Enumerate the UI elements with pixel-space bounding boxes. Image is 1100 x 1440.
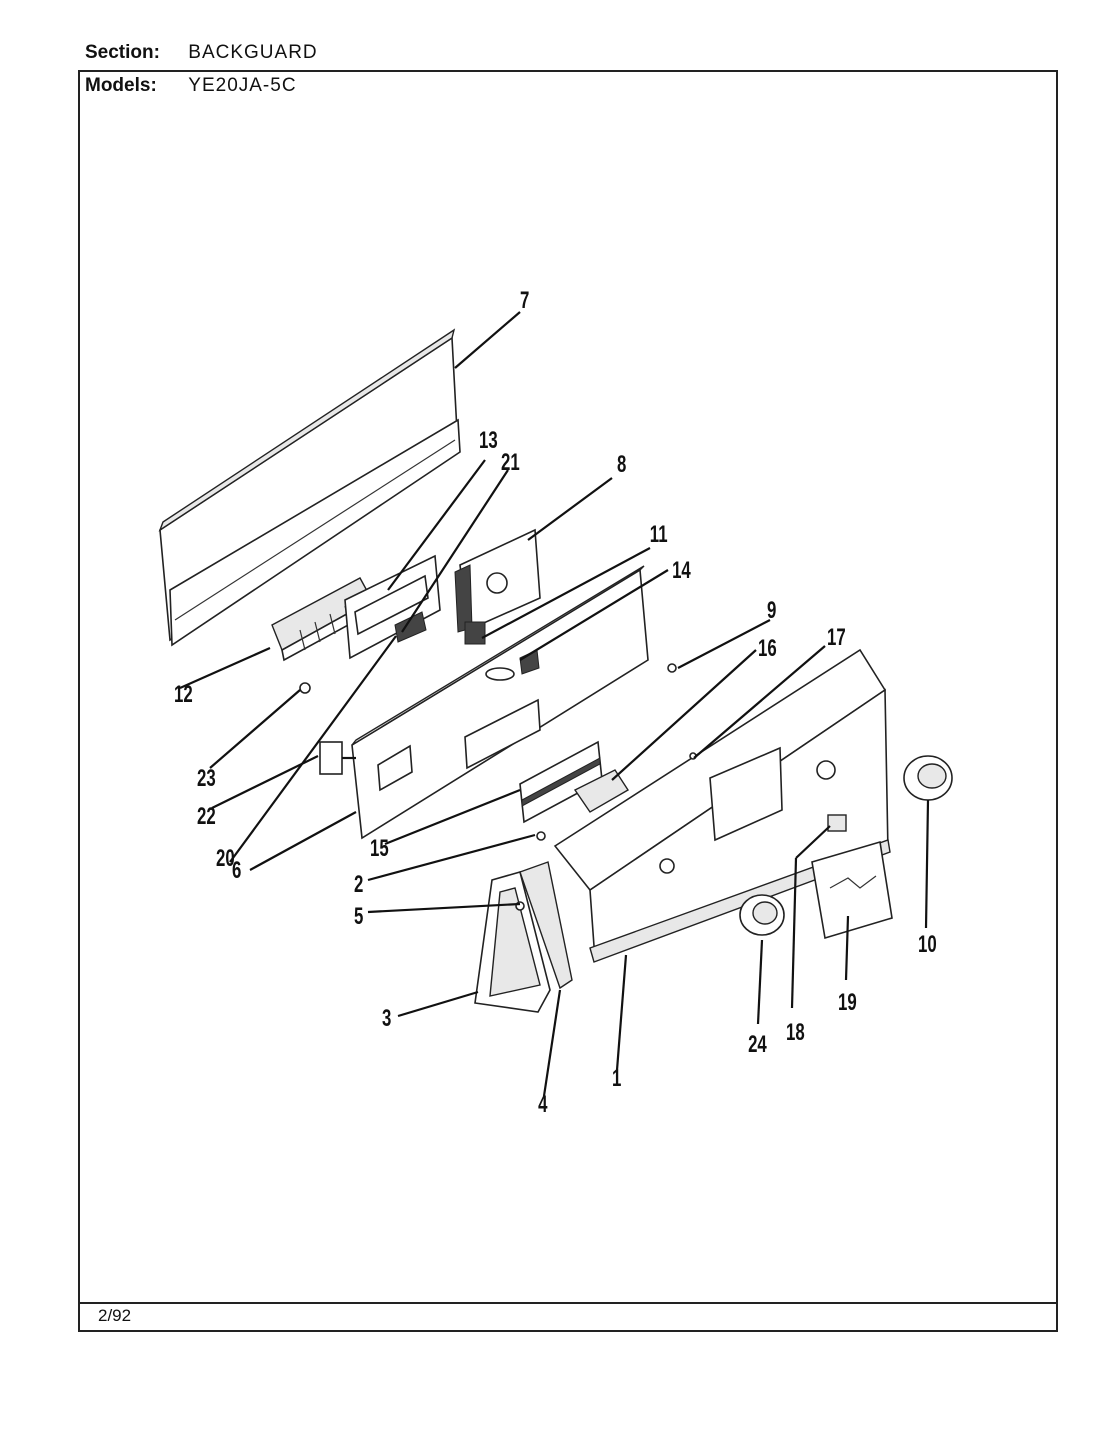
callout-7: 7 (520, 287, 529, 314)
part-16-socket (573, 769, 629, 813)
callout-6: 6 (232, 857, 241, 884)
part-3-end-cap (474, 871, 551, 1013)
callout-numbers: 7 13 21 8 11 14 9 16 17 12 23 22 20 6 15… (174, 287, 937, 1118)
models-label: Models: (85, 75, 157, 96)
callout-23: 23 (197, 765, 216, 792)
callout-11: 11 (650, 521, 668, 548)
callout-21: 21 (501, 449, 520, 476)
callout-24: 24 (748, 1031, 767, 1058)
part-18-clip (827, 814, 847, 832)
callout-4: 4 (538, 1091, 548, 1118)
callout-2: 2 (354, 871, 363, 898)
footer-date: 2/92 (98, 1306, 132, 1325)
callout-16: 16 (758, 635, 777, 662)
part-22-switch-bracket (319, 741, 356, 775)
models-value: YE20JA-5C (188, 75, 297, 96)
part-4-trim (519, 861, 573, 990)
footer-divider (78, 1302, 1058, 1304)
part-6-control-panel (351, 565, 649, 840)
callout-15: 15 (370, 835, 389, 862)
part-8-timer (454, 528, 541, 645)
callout-18: 18 (786, 1019, 805, 1046)
callout-19: 19 (838, 989, 857, 1016)
callout-3: 3 (382, 1005, 391, 1032)
callout-22: 22 (197, 803, 216, 830)
diagram-frame (78, 70, 1058, 1332)
callout-14: 14 (672, 557, 691, 584)
part-13-bracket (344, 554, 441, 660)
part-19-badge (811, 840, 893, 940)
callout-17: 17 (827, 624, 846, 651)
models-heading: Models: YE20JA-5C (85, 75, 297, 97)
section-heading: Section: BACKGUARD (85, 42, 318, 64)
callout-13: 13 (479, 427, 498, 454)
part-10-knob (903, 755, 953, 801)
callout-5: 5 (354, 903, 363, 930)
leader-lines (179, 311, 930, 1097)
callout-20: 20 (216, 845, 235, 872)
callout-10: 10 (918, 931, 937, 958)
callout-9: 9 (767, 597, 776, 624)
callout-1: 1 (612, 1065, 621, 1092)
section-value: BACKGUARD (188, 42, 318, 63)
callout-12: 12 (174, 681, 193, 708)
small-fasteners (299, 663, 697, 911)
part-7-rear-panel (158, 328, 461, 647)
part-24-knob (739, 894, 785, 936)
section-label: Section: (85, 42, 160, 63)
callout-8: 8 (617, 451, 626, 478)
